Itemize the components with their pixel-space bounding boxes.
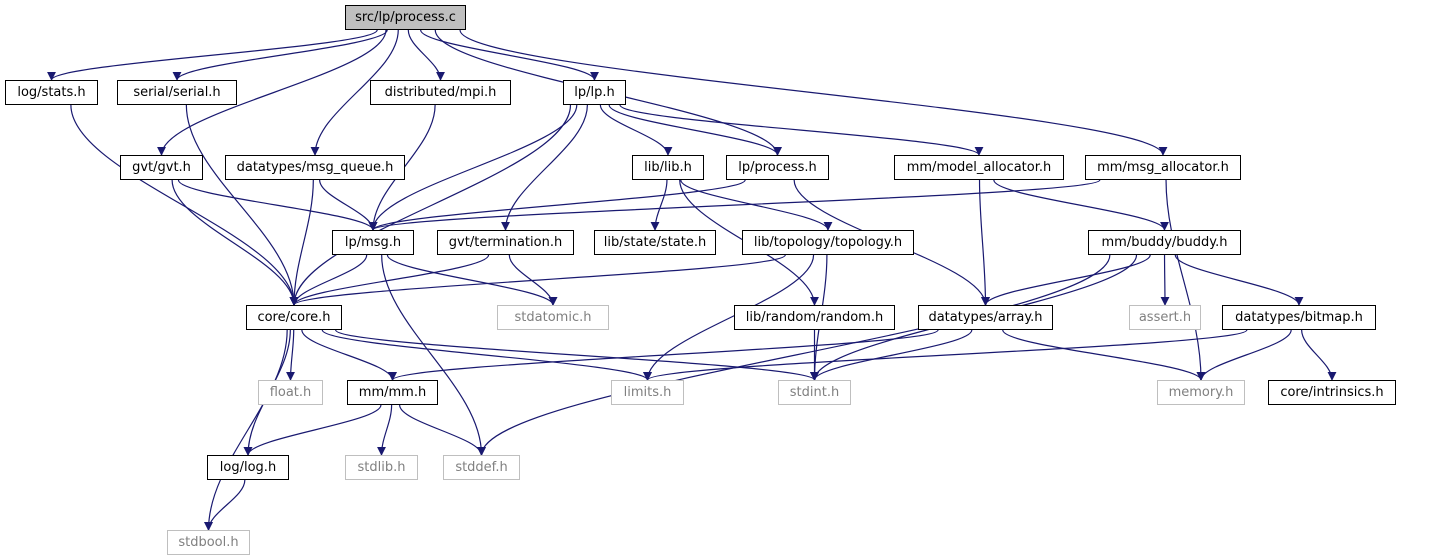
node-lib-lib[interactable]: lib/lib.h <box>632 155 704 180</box>
edge-log-log-to-stdbool <box>204 479 246 531</box>
node-bitmap[interactable]: datatypes/bitmap.h <box>1222 305 1376 330</box>
edge-buddy-to-stddef <box>477 254 1111 456</box>
node-limits: limits.h <box>611 380 684 405</box>
node-buddy[interactable]: mm/buddy/buddy.h <box>1088 230 1241 255</box>
edge-process-c-to-log-stats <box>47 29 378 81</box>
node-random[interactable]: lib/random/random.h <box>734 305 895 330</box>
edge-process-c-to-serial <box>172 29 388 81</box>
edge-bitmap-to-memory <box>1196 329 1292 381</box>
edge-process-c-to-msg-alloc <box>459 29 1168 156</box>
edge-process-c-to-mpi <box>407 29 445 81</box>
node-stdbool: stdbool.h <box>167 530 250 555</box>
node-lp-msg[interactable]: lp/msg.h <box>332 230 414 255</box>
node-serial[interactable]: serial/serial.h <box>117 80 237 105</box>
edge-lp-msg-to-stdatomic <box>386 254 558 306</box>
edge-process-c-to-lp-lp <box>420 29 599 81</box>
edge-gvt-to-lp-msg <box>177 179 378 231</box>
edge-serial-to-core <box>185 104 299 306</box>
node-model-alloc[interactable]: mm/model_allocator.h <box>894 155 1064 180</box>
edge-msg-queue-to-core <box>289 179 314 306</box>
node-log-stats[interactable]: log/stats.h <box>5 80 98 105</box>
node-lp-process[interactable]: lp/process.h <box>726 155 829 180</box>
edge-msg-queue-to-lp-msg <box>319 179 378 231</box>
edge-lp-process-to-lp-msg <box>368 179 746 231</box>
edge-msg-alloc-to-memory <box>1165 179 1206 381</box>
edge-process-c-to-gvt <box>157 29 387 156</box>
edge-core-to-stdbool <box>204 329 288 531</box>
edge-lp-lp-to-lib-lib <box>599 104 673 156</box>
edge-gvt-to-core <box>171 179 299 306</box>
node-mm[interactable]: mm/mm.h <box>347 380 438 405</box>
edge-topology-to-limits <box>643 254 815 381</box>
edge-buddy-to-array <box>981 254 1151 306</box>
node-memory: memory.h <box>1157 380 1245 405</box>
edge-process-c-to-msg-queue <box>310 29 399 156</box>
edge-core-to-float <box>286 329 296 381</box>
node-process-c[interactable]: src/lp/process.c <box>345 5 466 30</box>
edge-mm-to-stddef <box>399 404 486 456</box>
edge-lp-lp-to-model-alloc <box>619 104 984 156</box>
edge-core-to-mm <box>301 329 397 381</box>
node-float: float.h <box>258 380 323 405</box>
node-msg-alloc[interactable]: mm/msg_allocator.h <box>1085 155 1241 180</box>
edge-lp-lp-to-lp-process <box>608 104 782 156</box>
edge-topology-to-core <box>289 254 786 306</box>
node-topology[interactable]: lib/topology/topology.h <box>742 230 914 255</box>
edge-log-stats-to-core <box>70 104 299 306</box>
node-stdatomic: stdatomic.h <box>497 305 609 330</box>
edge-gvt-term-to-core <box>289 254 490 306</box>
node-lib-state[interactable]: lib/state/state.h <box>594 230 716 255</box>
edge-array-to-stdint <box>810 329 973 381</box>
edge-array-to-mm <box>388 329 939 381</box>
node-array[interactable]: datatypes/array.h <box>918 305 1053 330</box>
node-msg-queue[interactable]: datatypes/msg_queue.h <box>225 155 405 180</box>
node-mpi[interactable]: distributed/mpi.h <box>370 80 511 105</box>
node-stdint: stdint.h <box>778 380 851 405</box>
edge-bitmap-to-intrinsics <box>1301 329 1337 381</box>
edge-lib-lib-to-topology <box>680 179 833 231</box>
node-core[interactable]: core/core.h <box>246 305 342 330</box>
edge-lp-lp-to-core <box>289 104 572 306</box>
edge-msg-alloc-to-lp-msg <box>368 179 1101 231</box>
edge-mm-to-log-log <box>243 404 382 456</box>
edge-bitmap-to-limits <box>643 329 1248 381</box>
node-assert: assert.h <box>1129 305 1201 330</box>
node-stdlib: stdlib.h <box>345 455 418 480</box>
node-stddef: stddef.h <box>443 455 520 480</box>
edge-core-to-stdint <box>335 329 819 381</box>
edge-core-to-limits <box>321 329 652 381</box>
edge-lib-lib-to-lib-state <box>650 179 668 231</box>
edge-array-to-memory <box>1002 329 1206 381</box>
node-log-log[interactable]: log/log.h <box>207 455 289 480</box>
edge-mm-to-stdlib <box>377 404 393 456</box>
edge-buddy-to-bitmap <box>1174 254 1304 306</box>
edge-model-alloc-to-array <box>978 179 990 306</box>
node-lp-lp[interactable]: lp/lp.h <box>563 80 626 105</box>
edge-lp-lp-to-gvt-term <box>501 104 588 231</box>
edge-lp-lp-to-lp-msg <box>368 104 578 231</box>
node-gvt-term[interactable]: gvt/termination.h <box>437 230 574 255</box>
node-gvt[interactable]: gvt/gvt.h <box>120 155 203 180</box>
edge-model-alloc-to-buddy <box>993 179 1169 231</box>
node-intrinsics[interactable]: core/intrinsics.h <box>1268 380 1396 405</box>
